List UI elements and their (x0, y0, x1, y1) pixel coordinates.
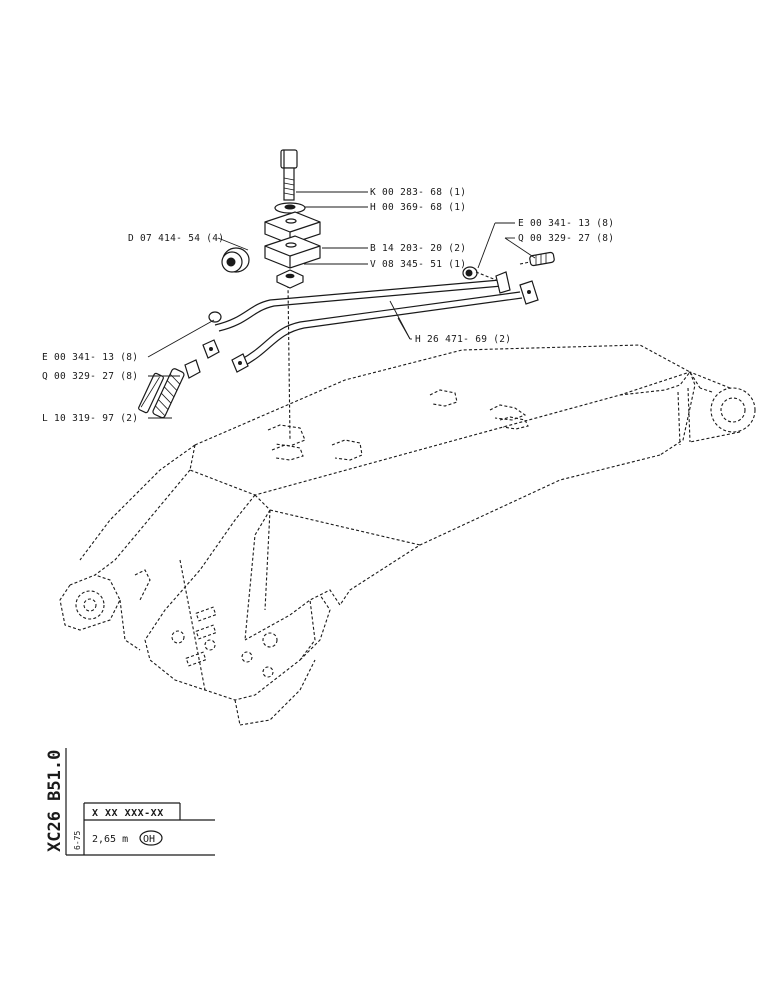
label-b-clamp: B 14 203- 20 (2) (370, 243, 466, 254)
label-k-bolt: K 00 283- 68 (1) (370, 187, 466, 198)
circled-mark (139, 830, 163, 846)
nut-v (276, 269, 304, 289)
clamp-lower (264, 235, 321, 269)
bolt-k (280, 149, 298, 201)
label-e-right: E 00 341- 13 (8) (518, 218, 614, 229)
part-labels: K 00 283- 68 (1) H 00 369- 68 (1) D 07 4… (42, 187, 614, 424)
label-h-tubes: H 26 471- 69 (2) (415, 334, 511, 345)
label-l-hose: L 10 319- 97 (2) (42, 413, 138, 424)
label-e-left: E 00 341- 13 (8) (42, 352, 138, 363)
washer-h (274, 202, 306, 214)
assembly-axis (287, 284, 291, 441)
clamp-assembly (264, 149, 321, 289)
title-block: XC26 B51.0 6-75 X XX XXX-XX 2,65 m OH (45, 748, 215, 856)
hydraulic-tubes (202, 271, 539, 373)
clamp-upper (264, 211, 321, 245)
part-number: X XX XXX-XX (92, 808, 164, 819)
drawing-code: XC26 B51.0 (45, 750, 65, 852)
boom-length: 2,65 m (92, 834, 128, 845)
boom-arm (59, 344, 756, 726)
drawing-date: 6-75 (73, 831, 82, 850)
label-v-nut: V 08 345- 51 (1) (370, 259, 466, 270)
label-d-bushing: D 07 414- 54 (4) (128, 233, 224, 244)
leader-lines (147, 191, 536, 419)
bushing-d (221, 247, 250, 273)
label-h-washer: H 00 369- 68 (1) (370, 202, 466, 213)
boom-top-brackets (267, 389, 529, 461)
circled-text: OH (143, 834, 155, 845)
label-q-right: Q 00 329- 27 (8) (518, 233, 614, 244)
left-fittings (138, 359, 201, 419)
right-fittings (462, 251, 555, 281)
label-q-left: Q 00 329- 27 (8) (42, 371, 138, 382)
